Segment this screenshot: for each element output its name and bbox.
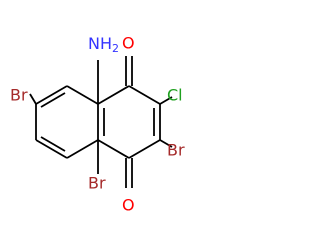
bond-c2-cl — [159, 96, 173, 105]
bond-c5-c6 — [35, 139, 68, 159]
atom-label-br-right: Br — [167, 141, 185, 160]
bond-c3-br — [159, 139, 173, 148]
atom-label-br-left: Br — [10, 86, 28, 105]
bond-c8a-c1 — [97, 85, 130, 105]
atom-label-cl: Cl — [167, 86, 183, 105]
bond-c3-c4 — [128, 139, 161, 159]
atom-label-nh2: NH2 — [88, 34, 119, 56]
atom-label-nh2-main: NH — [88, 34, 112, 53]
atom-label-br-bottom: Br — [88, 174, 106, 193]
bond-c4-c4a — [97, 139, 130, 159]
bond-c8-c8a-ring — [66, 85, 99, 105]
atom-label-o-bottom: O — [122, 196, 135, 215]
bond-c5-c6-inner — [40, 136, 66, 152]
atom-label-o-top: O — [122, 34, 135, 53]
bond-c7-c8-inner — [40, 92, 66, 108]
molecule-structure: NH2 O Cl Br Br Br O — [10, 34, 185, 215]
bond-c7-c8 — [35, 85, 68, 105]
bond-c1-c2 — [128, 85, 161, 105]
atom-label-nh2-subscript: 2 — [112, 42, 119, 55]
bond-c7-br — [29, 93, 37, 105]
bond-c4a-c5 — [66, 139, 99, 159]
